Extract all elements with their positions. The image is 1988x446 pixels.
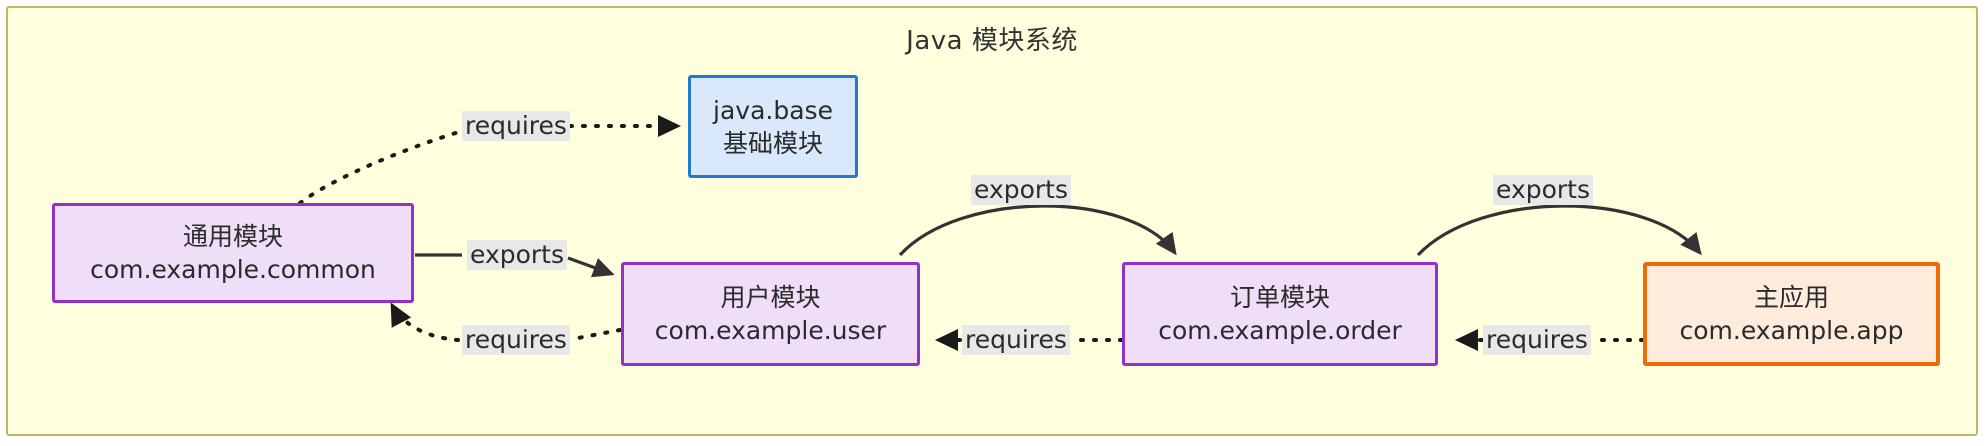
edge-label-app-requires-order: requires [1483, 325, 1591, 355]
edge-label-order-exports-app: exports [1493, 175, 1594, 205]
node-app-line1: 主应用 [1753, 283, 1829, 312]
edge-label-order-requires-user: requires [962, 325, 1070, 355]
node-user-line1: 用户模块 [720, 283, 821, 312]
node-java-base-line1: java.base [713, 95, 833, 125]
node-common-line1: 通用模块 [182, 222, 283, 251]
node-user[interactable]: 用户模块 com.example.user [621, 262, 920, 366]
node-common[interactable]: 通用模块 com.example.common [52, 203, 414, 303]
edge-label-user-requires-common: requires [462, 325, 570, 355]
node-java-base[interactable]: java.base 基础模块 [688, 75, 858, 178]
node-java-base-line2: 基础模块 [722, 128, 823, 158]
node-common-line2: com.example.common [90, 255, 376, 284]
edge-label-user-exports-order: exports [971, 175, 1072, 205]
node-order-line1: 订单模块 [1229, 283, 1330, 312]
page-title: Java 模块系统 [906, 26, 1078, 56]
node-user-line2: com.example.user [654, 316, 887, 345]
node-order-line2: com.example.order [1158, 316, 1402, 345]
node-order[interactable]: 订单模块 com.example.order [1122, 262, 1438, 366]
node-app-line2: com.example.app [1679, 316, 1904, 345]
edge-label-common-requires-javabase: requires [462, 111, 570, 141]
node-app[interactable]: 主应用 com.example.app [1643, 262, 1940, 366]
edge-label-common-exports-user: exports [467, 240, 568, 270]
